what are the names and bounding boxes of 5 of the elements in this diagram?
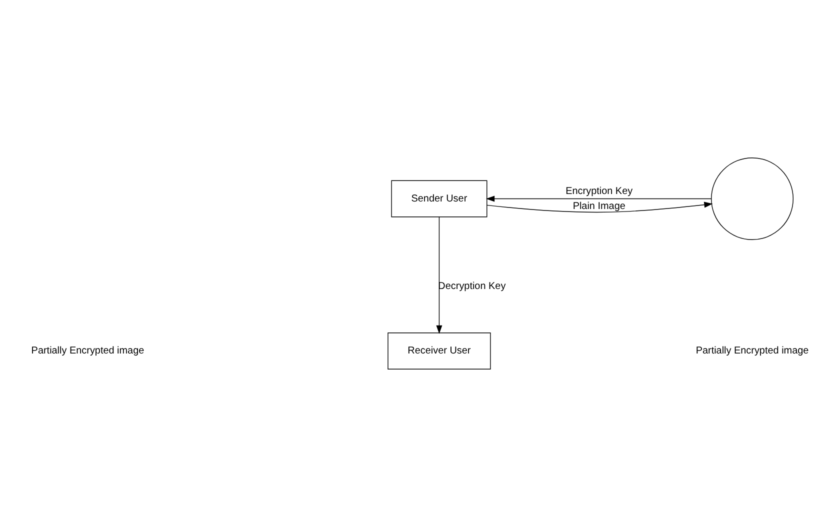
edge-label: Encryption Key xyxy=(566,186,633,197)
label: Partially Encrypted image xyxy=(696,346,809,357)
label: Partially Encrypted image xyxy=(31,346,144,357)
edge-label: Decryption Key xyxy=(438,280,506,292)
edge-label: Plain Image xyxy=(572,200,626,212)
